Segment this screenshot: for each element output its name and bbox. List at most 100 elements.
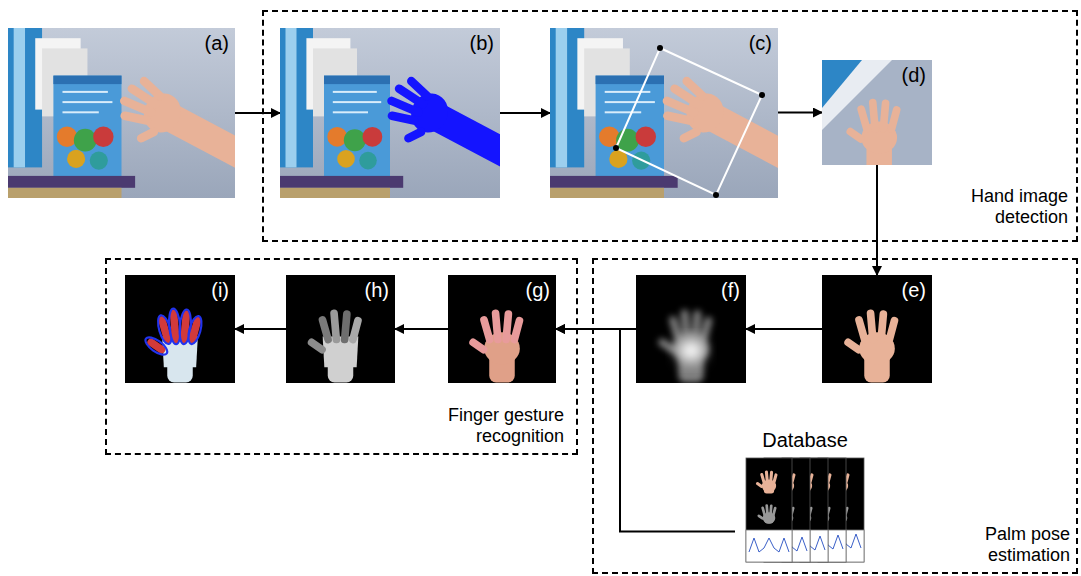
- drawing-part: [306, 337, 327, 355]
- drawing-part: [468, 309, 524, 382]
- panel-label: (c): [749, 31, 772, 55]
- drawing-part: [286, 28, 297, 167]
- image-panel: (c): [550, 28, 778, 198]
- drawing-part: [479, 315, 494, 344]
- drawing-part: [822, 60, 862, 108]
- drawing-part: [772, 473, 778, 484]
- drawing-part: [143, 334, 170, 358]
- drawing-part: [605, 91, 651, 93]
- drawing-part: [53, 76, 121, 85]
- drawing-part: [405, 75, 433, 102]
- drawing-part: [765, 470, 769, 484]
- flow-arrow: [778, 112, 822, 114]
- drawing-part: [616, 48, 762, 195]
- drawing-part: [403, 126, 427, 144]
- drawing-part: [468, 337, 489, 355]
- drawing-part: [856, 104, 871, 133]
- drawing-part: [746, 458, 792, 562]
- drawing-part: [74, 129, 97, 152]
- drawing-part: [845, 126, 866, 144]
- drawing-part: [327, 127, 347, 147]
- drawing-part: [605, 111, 641, 113]
- drawing-part: [680, 309, 691, 344]
- drawing-part: [53, 76, 121, 178]
- drawing-part: [599, 127, 620, 148]
- drawing-part: [681, 75, 709, 102]
- image-panel: (g): [448, 275, 556, 383]
- drawing-part: [333, 101, 381, 103]
- drawing-part: [822, 275, 932, 383]
- drawing-part: [887, 105, 901, 133]
- illustration: [550, 28, 778, 198]
- drawing-part: [822, 60, 932, 165]
- drawing-part: [843, 309, 899, 382]
- drawing-part: [746, 458, 792, 562]
- drawing-part: [280, 176, 403, 188]
- drawing-part: [359, 152, 377, 170]
- drawing-part: [468, 337, 489, 355]
- illustration: [280, 28, 500, 198]
- panel-label: (i): [211, 278, 229, 302]
- drawing-part: [348, 316, 362, 344]
- drawing-part: [657, 45, 663, 51]
- drawing-part: [657, 337, 678, 355]
- image-panel: (f): [636, 275, 746, 383]
- drawing-part: [106, 70, 235, 195]
- drawing-part: [67, 150, 85, 168]
- drawing-part: [280, 28, 500, 198]
- region-box: Palm pose estimation(e)(f)Database: [592, 258, 1078, 574]
- drawing-part: [678, 126, 702, 144]
- panel-label: (b): [470, 31, 494, 55]
- drawing-part: [491, 309, 502, 344]
- drawing-part: [843, 337, 864, 355]
- drawing-part: [8, 188, 122, 198]
- drawing-part: [186, 315, 204, 346]
- database-box: Database: [735, 428, 875, 568]
- drawing-part: [403, 126, 427, 144]
- drawing-part: [405, 75, 433, 102]
- drawing-part: [772, 507, 777, 517]
- drawing-part: [8, 28, 235, 198]
- drawing-part: [138, 75, 166, 102]
- drawing-part: [866, 309, 877, 344]
- panel-label: (e): [902, 278, 926, 302]
- flow-arrow: [235, 328, 286, 330]
- flow-arrow: [235, 112, 280, 114]
- drawing-part: [678, 126, 702, 144]
- drawing-part: [668, 315, 683, 344]
- drawing-part: [755, 481, 763, 488]
- drawing-part: [699, 316, 713, 344]
- drawing-part: [772, 507, 777, 517]
- drawing-part: [759, 92, 765, 98]
- illustration: [735, 456, 875, 568]
- drawing-part: [333, 91, 377, 93]
- drawing-part: [636, 275, 746, 383]
- drawing-part: [363, 127, 383, 147]
- drawing-part: [887, 105, 901, 133]
- panel-label: (d): [902, 63, 926, 87]
- panel-label: (g): [526, 278, 550, 302]
- drawing-part: [749, 538, 789, 552]
- drawing-part: [755, 470, 778, 493]
- drawing-part: [699, 316, 713, 344]
- drawing-part: [757, 514, 764, 520]
- drawing-part: [843, 337, 864, 355]
- drawing-part: [657, 337, 678, 355]
- drawing-part: [885, 316, 899, 344]
- drawing-part: [678, 340, 704, 362]
- drawing-part: [306, 337, 327, 355]
- drawing-part: [318, 315, 333, 344]
- region-box: Hand image detection(b)(c)(d): [262, 10, 1078, 242]
- drawing-part: [344, 129, 366, 151]
- panel-label: (a): [205, 31, 229, 55]
- drawing-part: [746, 530, 792, 562]
- image-panel: (h): [286, 275, 395, 383]
- drawing-part: [550, 176, 678, 188]
- drawing-part: [14, 28, 25, 167]
- image-panel: (b): [280, 28, 500, 198]
- drawing-part: [760, 473, 766, 485]
- drawing-part: [761, 506, 766, 516]
- drawing-part: [337, 150, 355, 168]
- region-box: Finger gesture recognition(g)(h)(i): [105, 258, 578, 455]
